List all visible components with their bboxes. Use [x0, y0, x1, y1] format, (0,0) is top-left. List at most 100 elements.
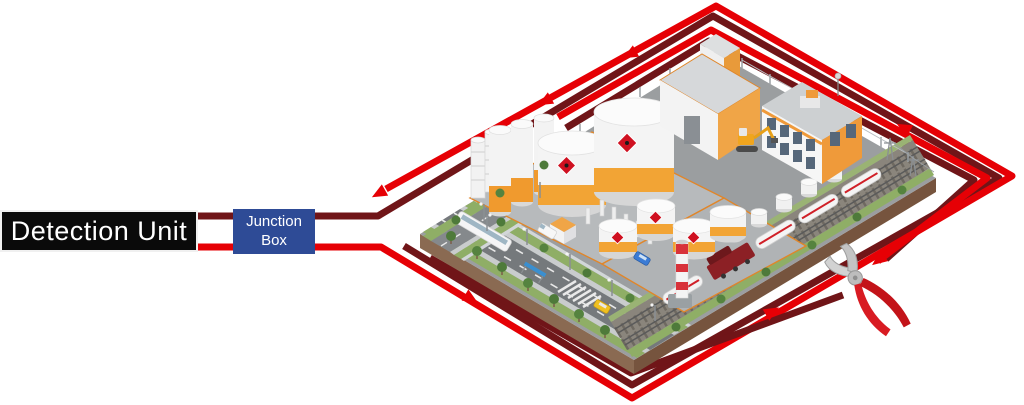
bus-shelter	[520, 261, 547, 284]
tank-car-stripe	[801, 197, 836, 220]
storage-tank	[709, 205, 747, 243]
excavator-bucket	[771, 138, 778, 143]
silo-cluster	[470, 113, 555, 217]
flow-arrow-icon	[872, 250, 888, 266]
excavator-tracks	[736, 146, 758, 152]
car	[633, 251, 651, 266]
excavator-boom	[753, 125, 776, 141]
tree	[897, 185, 907, 195]
silo	[510, 119, 534, 207]
flow-arrow-icon	[537, 92, 555, 106]
large-storage-tanks	[537, 97, 675, 217]
street-lamp	[486, 213, 492, 231]
tree	[625, 293, 635, 303]
tree	[761, 267, 771, 277]
office-trim	[761, 108, 823, 146]
inner-live-cable	[556, 26, 991, 264]
striped-chimney	[668, 239, 692, 308]
street-lamp	[650, 303, 656, 321]
warehouse-building	[659, 34, 761, 160]
antenna-dome	[834, 72, 842, 80]
flow-arrow-icon	[762, 307, 779, 321]
tower-roof	[700, 34, 740, 58]
delivery-van	[537, 223, 557, 240]
power-pylon	[907, 155, 919, 177]
warehouse-door	[684, 116, 700, 144]
power-line	[889, 139, 935, 173]
tree	[671, 322, 681, 332]
wire-cutters-icon	[824, 242, 911, 337]
tree	[600, 325, 610, 338]
flow-arrow-icon	[371, 184, 389, 198]
tree	[852, 212, 862, 222]
tree	[472, 246, 482, 259]
warehouse-wall	[718, 88, 760, 160]
junction-box-label: Junction Box	[233, 209, 315, 254]
locomotive	[706, 242, 755, 280]
tree	[807, 240, 817, 250]
tree	[716, 294, 726, 304]
silo	[488, 125, 512, 217]
signal-flow-arrows	[371, 45, 914, 321]
tank-car-stripe	[844, 172, 878, 194]
earth-edge-se	[634, 178, 936, 374]
tree	[582, 268, 592, 278]
outer-return-cable	[188, 12, 1003, 389]
small-tank	[775, 193, 793, 213]
street-lamp	[607, 278, 613, 296]
locomotive-cab	[706, 245, 732, 265]
storage-tank	[593, 97, 675, 206]
flow-arrow-icon	[461, 289, 478, 303]
sidewalk	[460, 206, 679, 335]
junction-box-text: Junction Box	[246, 212, 302, 249]
flow-arrow-icon	[622, 45, 640, 59]
detection-unit-label: Detection Unit	[0, 210, 198, 252]
tree	[495, 188, 505, 198]
hazard-placard-icon	[610, 230, 625, 245]
wheel	[721, 273, 727, 279]
trees	[446, 160, 907, 338]
sidewalk	[431, 224, 650, 353]
wheel	[733, 266, 739, 272]
cutter-handle	[859, 277, 911, 328]
cutter-handle	[854, 283, 891, 337]
inner-dead-cable-section	[428, 254, 845, 377]
storage-tank	[598, 218, 638, 259]
crosswalk	[557, 279, 602, 309]
taxi	[593, 299, 611, 314]
medium-storage-tanks	[598, 198, 747, 260]
striped-silo	[470, 136, 486, 199]
tree	[497, 262, 507, 275]
rooftop-unit	[800, 96, 820, 108]
tree	[446, 231, 456, 244]
hazard-placard-icon	[686, 230, 701, 245]
perimeter-wall	[474, 199, 691, 327]
tree	[539, 160, 549, 170]
office-building	[761, 72, 862, 184]
gatehouse	[550, 217, 576, 244]
detection-unit-text: Detection Unit	[10, 215, 188, 246]
small-tank	[800, 178, 818, 198]
flow-arrow-icon	[896, 123, 914, 137]
excavator-cab	[739, 128, 747, 136]
tree	[539, 243, 549, 253]
excavator	[736, 125, 778, 152]
bus-windows	[460, 214, 508, 246]
excavator-body	[738, 134, 754, 145]
storage-tank	[636, 198, 676, 241]
outer-live-cable	[188, 2, 1016, 402]
tree	[574, 309, 584, 322]
tree	[523, 278, 533, 291]
office-roof	[762, 82, 862, 140]
earth-edge-sw	[420, 234, 634, 374]
hazard-placard-icon	[648, 210, 663, 225]
tree	[451, 215, 461, 225]
street-lamp	[565, 252, 571, 270]
cutter-bolt	[852, 275, 858, 281]
cutter-jaw	[839, 242, 858, 275]
tank-car-stripe	[758, 223, 793, 246]
green-strip	[423, 227, 645, 358]
power-pylons	[884, 137, 935, 177]
